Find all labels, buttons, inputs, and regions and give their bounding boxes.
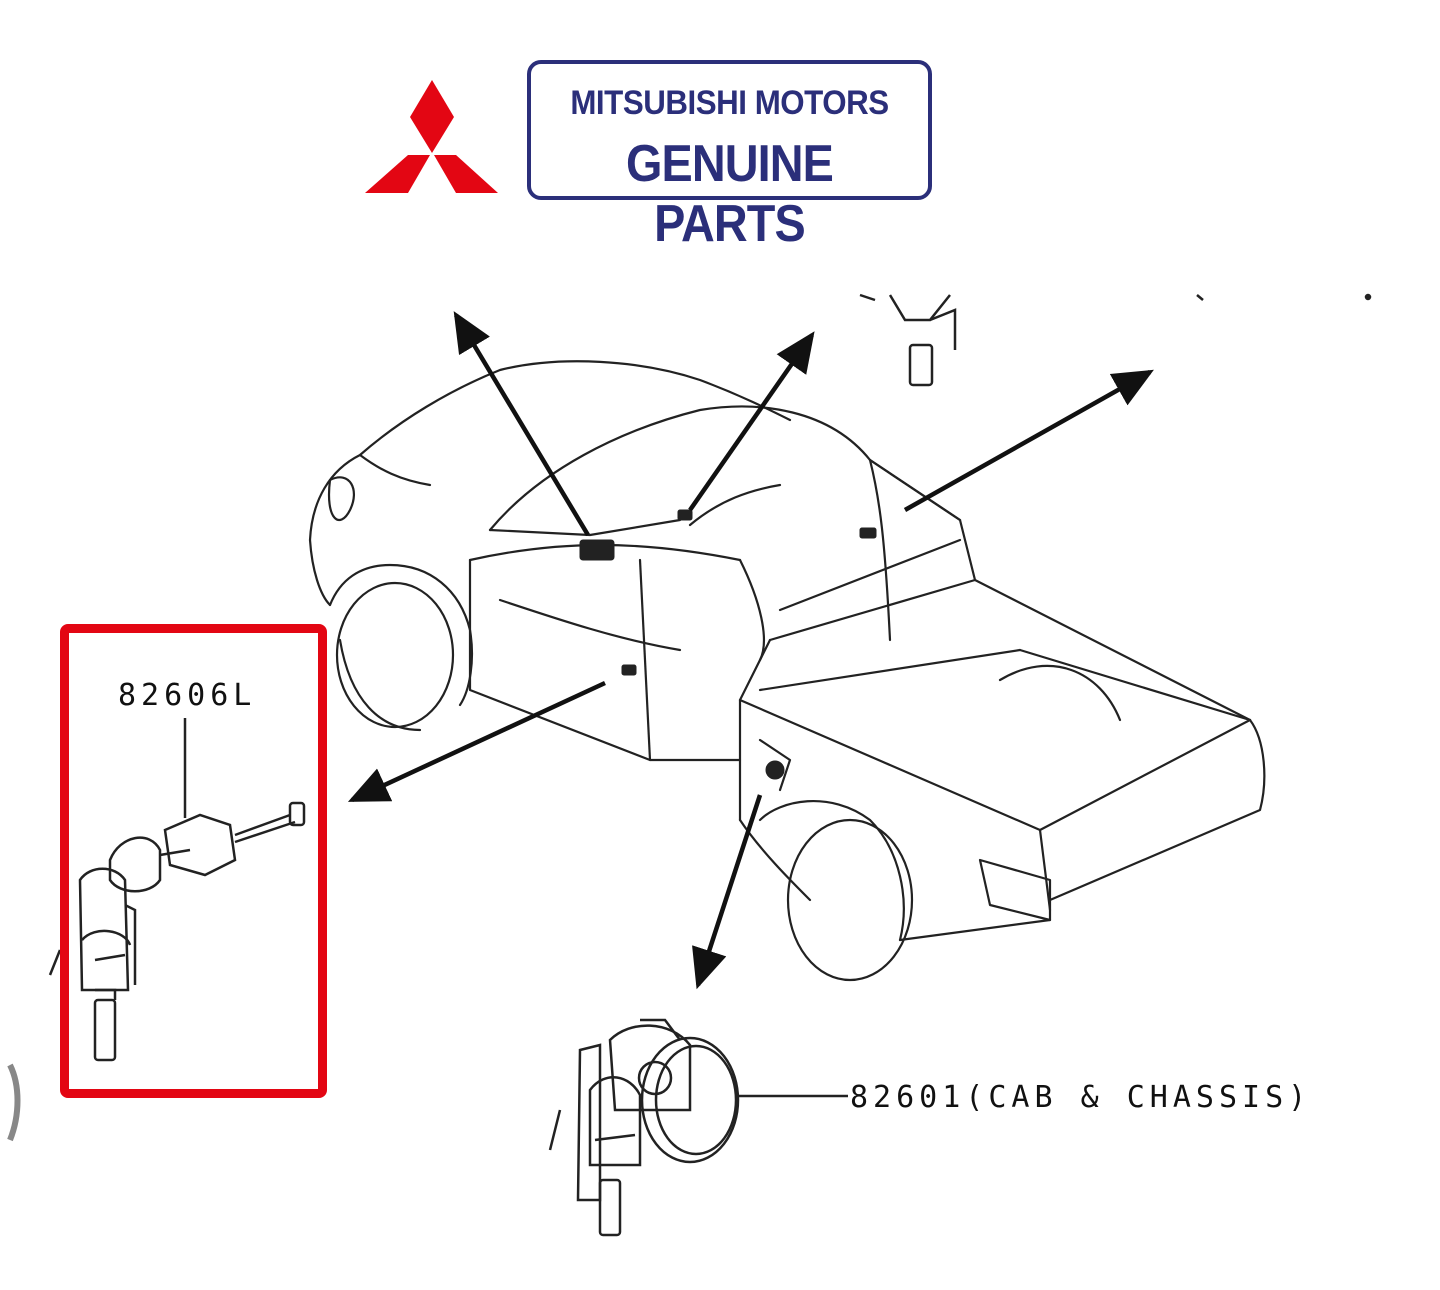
callout-arrows [347, 311, 1154, 990]
door-lock-points [579, 509, 877, 780]
logo-brand-text: MITSUBISHI MOTORS [570, 84, 889, 122]
part-82601-drawing [548, 1018, 848, 1237]
top-lock-fragment [859, 293, 1372, 387]
part-label-82601: 82601(CAB & CHASSIS) [850, 1080, 1312, 1115]
genuine-parts-badge: MITSUBISHI MOTORS GENUINE PARTS [527, 60, 932, 253]
glovebox-lock-point [579, 539, 615, 561]
three-diamonds-emblem-icon [365, 80, 498, 193]
part-label-82606L: 82606L [118, 678, 257, 713]
arrow-glovebox [453, 311, 590, 537]
front-door-lock-point [621, 664, 637, 676]
arrow-front-door [347, 680, 606, 803]
part-82606L-drawing [48, 718, 306, 1062]
arrow-fuel-lid [692, 794, 763, 990]
arrow-rear-window [688, 331, 815, 512]
truck-outline [308, 360, 1266, 982]
rear-window-lock-point [677, 509, 693, 521]
fuel-lid-lock-point [765, 760, 785, 780]
arrow-rear-door [903, 369, 1154, 512]
highlight-box-82606L [60, 624, 327, 1098]
logo-genuine-parts-text: GENUINE PARTS [626, 135, 834, 253]
rear-door-lock-point [859, 527, 877, 539]
edge-arc-fragment [7, 1063, 21, 1142]
mitsubishi-genuine-parts-logo: MITSUBISHI MOTORS GENUINE PARTS [360, 55, 940, 253]
